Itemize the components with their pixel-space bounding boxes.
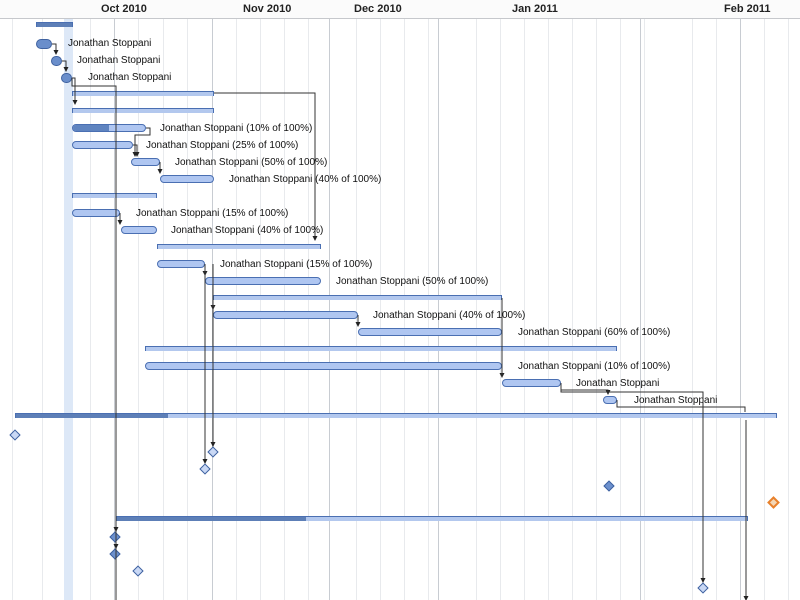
task-resource-label: Jonathan Stoppani (50% of 100%): [175, 157, 328, 168]
grid-line-week: [596, 18, 597, 600]
grid-line-week: [380, 18, 381, 600]
month-label-feb-2011: Feb 2011: [724, 3, 771, 15]
task-resource-label: Jonathan Stoppani (15% of 100%): [220, 259, 373, 270]
grid-line-month: [640, 18, 641, 600]
grid-line-week: [620, 18, 621, 600]
summary-bar[interactable]: [145, 346, 617, 351]
task-resource-label: Jonathan Stoppani (25% of 100%): [146, 140, 299, 151]
grid-line-week: [428, 18, 429, 600]
task-bar[interactable]: [51, 56, 62, 66]
grid-line-week: [163, 18, 164, 600]
task-resource-label: Jonathan Stoppani (40% of 100%): [171, 225, 324, 236]
grid-line-week: [500, 18, 501, 600]
task-resource-label: Jonathan Stoppani (40% of 100%): [229, 174, 382, 185]
task-resource-label: Jonathan Stoppani: [634, 395, 718, 406]
grid-line-month: [329, 18, 330, 600]
summary-bar[interactable]: [72, 108, 214, 113]
grid-line-week: [356, 18, 357, 600]
grid-line-week: [12, 18, 13, 600]
task-resource-label: Jonathan Stoppani (60% of 100%): [518, 327, 671, 338]
task-resource-label: Jonathan Stoppani: [88, 72, 172, 83]
summary-bar[interactable]: [72, 91, 214, 96]
task-bar[interactable]: [72, 124, 146, 132]
grid-line-week: [284, 18, 285, 600]
grid-line-week: [764, 18, 765, 600]
task-bar[interactable]: [36, 39, 52, 49]
summary-progress: [117, 517, 306, 521]
grid-line-week: [548, 18, 549, 600]
grid-line-week: [476, 18, 477, 600]
today-column-highlight: [64, 18, 73, 600]
grid-line-week: [404, 18, 405, 600]
grid-line-week: [524, 18, 525, 600]
task-resource-label: Jonathan Stoppani: [576, 378, 660, 389]
summary-progress: [37, 23, 72, 27]
task-resource-label: Jonathan Stoppani (10% of 100%): [160, 123, 313, 134]
grid-line-week: [692, 18, 693, 600]
grid-line-week: [90, 18, 91, 600]
grid-line-week: [788, 18, 789, 600]
summary-bar[interactable]: [36, 22, 73, 27]
task-bar[interactable]: [72, 141, 133, 149]
task-bar[interactable]: [160, 175, 214, 183]
project-summary-bar[interactable]: [15, 413, 777, 418]
summary-bar[interactable]: [157, 244, 321, 249]
task-progress: [73, 125, 109, 131]
month-label-jan-2011: Jan 2011: [512, 3, 558, 15]
grid-line-week: [716, 18, 717, 600]
timeline-header: Oct 2010 Nov 2010 Dec 2010 Jan 2011 Feb …: [0, 0, 800, 19]
grid-line-week: [42, 18, 43, 600]
task-resource-label: Jonathan Stoppani (15% of 100%): [136, 208, 289, 219]
task-resource-label: Jonathan Stoppani (10% of 100%): [518, 361, 671, 372]
grid-line-week: [572, 18, 573, 600]
task-resource-label: Jonathan Stoppani (50% of 100%): [336, 276, 489, 287]
grid-line-month: [114, 18, 115, 600]
grid-line-month: [740, 18, 741, 600]
grid-line-week: [260, 18, 261, 600]
grid-line-week: [138, 18, 139, 600]
grid-line-week: [236, 18, 237, 600]
task-resource-label: Jonathan Stoppani: [68, 38, 152, 49]
grid-line-week: [187, 18, 188, 600]
grid-line-week: [644, 18, 645, 600]
summary-bar[interactable]: [72, 193, 157, 198]
task-resource-label: Jonathan Stoppani: [77, 55, 161, 66]
grid-line-week: [308, 18, 309, 600]
summary-progress: [16, 414, 168, 418]
month-label-oct-2010: Oct 2010: [101, 3, 147, 15]
grid-line-month: [438, 18, 439, 600]
month-label-nov-2010: Nov 2010: [243, 3, 292, 15]
month-label-dec-2010: Dec 2010: [354, 3, 402, 15]
task-resource-label: Jonathan Stoppani (40% of 100%): [373, 310, 526, 321]
task-bar[interactable]: [121, 226, 157, 234]
